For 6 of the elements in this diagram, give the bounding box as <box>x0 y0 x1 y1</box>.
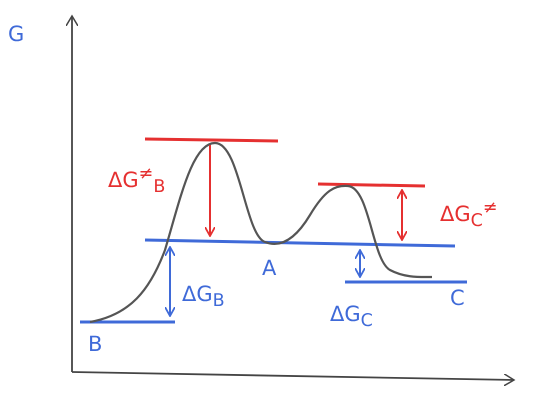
energy-label: ΔG$_{C}$ <box>330 304 373 331</box>
energy-label: ΔG$_{B}$ <box>182 284 225 311</box>
axis-label: G <box>8 24 24 45</box>
state-label: A <box>262 258 276 279</box>
state-label: B <box>88 334 102 355</box>
state-label: C <box>450 288 465 309</box>
